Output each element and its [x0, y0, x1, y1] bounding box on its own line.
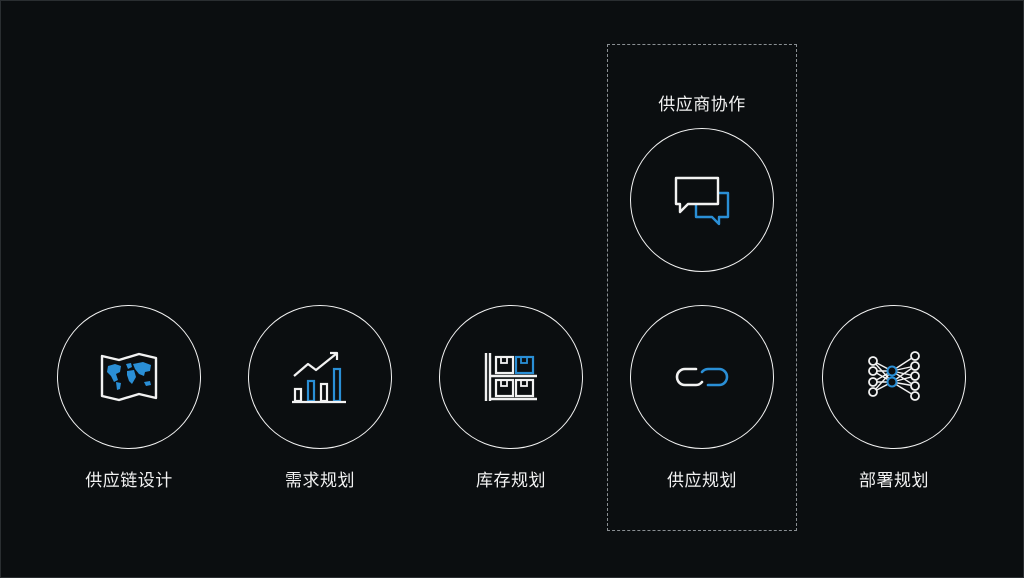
- collaboration-group-box: [607, 44, 797, 531]
- label-supply-planning: 供应规划: [667, 471, 737, 491]
- label-deployment-planning: 部署规划: [859, 471, 929, 491]
- bar-chart-trend-icon: [292, 351, 346, 404]
- label-supply-chain-design: 供应链设计: [85, 471, 173, 491]
- warehouse-shelf-icon: [484, 353, 537, 401]
- node-supply-chain-design: [57, 305, 201, 449]
- collaboration-title: 供应商协作: [658, 95, 746, 115]
- label-demand-planning: 需求规划: [285, 471, 355, 491]
- collaboration-node: [630, 128, 774, 272]
- node-deployment-planning: [822, 305, 966, 449]
- network-nodes-icon: [868, 351, 920, 401]
- chat-bubbles-icon: [674, 176, 730, 226]
- world-map-icon: [100, 352, 158, 402]
- node-inventory-planning: [439, 305, 583, 449]
- node-supply-planning: [630, 305, 774, 449]
- node-demand-planning: [248, 305, 392, 449]
- label-inventory-planning: 库存规划: [476, 471, 546, 491]
- chain-link-icon: [675, 367, 729, 387]
